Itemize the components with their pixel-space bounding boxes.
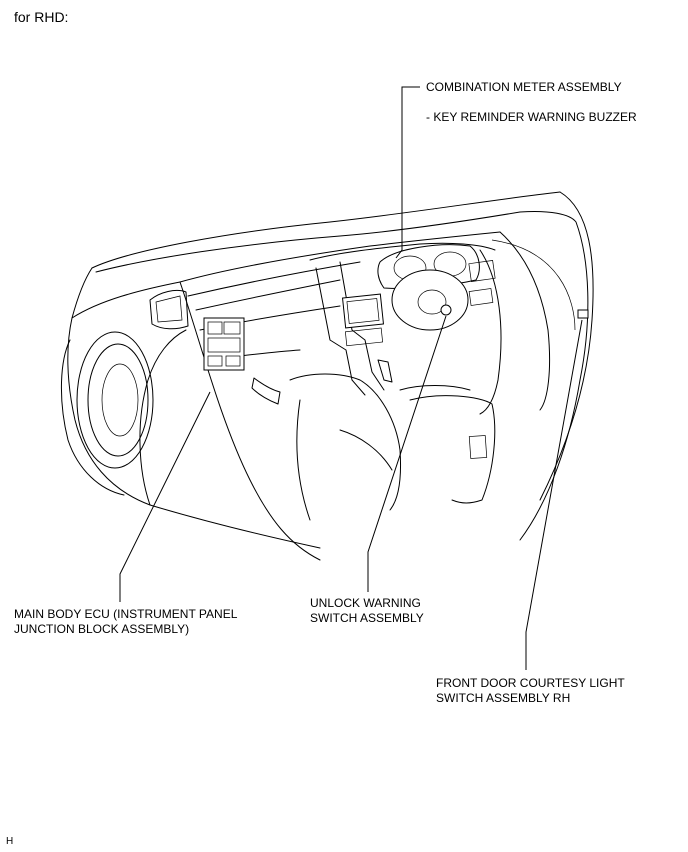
gear-shifter [377,359,393,383]
label-main-body-ecu-line1: MAIN BODY ECU (INSTRUMENT PANEL [14,607,238,621]
leader-combination-meter [395,86,420,259]
vehicle-body-outline [60,191,594,561]
front-door-courtesy-switch [577,309,589,319]
unlock-warning-switch [440,304,452,316]
center-display [341,293,385,329]
leader-unlock-warning [367,315,447,592]
label-front-door-line2: SWITCH ASSEMBLY RH [436,691,571,705]
label-key-reminder-buzzer: - KEY REMINDER WARNING BUZZER [426,110,637,124]
label-main-body-ecu-line2: JUNCTION BLOCK ASSEMBLY) [14,622,190,636]
corner-mark: H [6,836,14,847]
seat-and-console [289,373,496,521]
label-unlock-warning-line1: UNLOCK WARNING [310,596,421,610]
leader-front-door [525,319,583,670]
steering-wheel [391,269,469,331]
leader-lines [119,86,583,670]
label-front-door-line1: FRONT DOOR COURTESY LIGHT [436,676,625,690]
label-combination-meter: COMBINATION METER ASSEMBLY [426,80,622,94]
front-wheel [76,331,154,469]
leader-main-body-ecu [119,391,211,602]
label-unlock-warning-line2: SWITCH ASSEMBLY [310,611,424,625]
instrument-panel [203,242,496,405]
diagram-heading: for RHD: [14,9,69,25]
main-body-ecu [203,317,245,371]
side-mirror [149,289,189,330]
